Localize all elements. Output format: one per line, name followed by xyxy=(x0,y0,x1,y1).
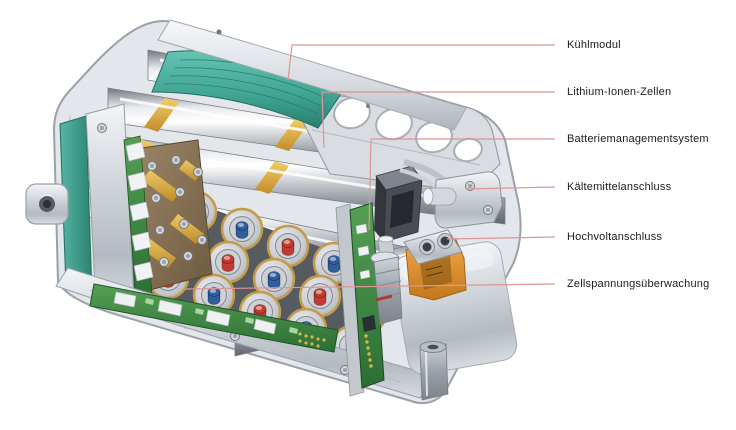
leader-lines xyxy=(185,44,556,290)
mounting-foot xyxy=(419,341,449,401)
leader-line-zellspannungsueberwachung xyxy=(185,283,556,290)
left-monitoring-pcb xyxy=(123,135,154,301)
label-kuehlmodul: Kühlmodul xyxy=(567,39,621,51)
battery-management-board xyxy=(335,202,385,397)
leader-line-kaeltemittelanschluss xyxy=(465,186,556,190)
refrigerant-connector xyxy=(422,171,503,229)
label-hochvoltanschluss: Hochvoltanschluss xyxy=(567,231,663,243)
leader-line-kuehlmodul xyxy=(287,44,555,81)
mounting-lug xyxy=(25,183,69,225)
signal-connector xyxy=(374,165,423,243)
leader-line-batteriemanagementsystem xyxy=(368,138,555,231)
high-voltage-connector xyxy=(403,229,467,301)
housing-top-rim xyxy=(157,19,467,131)
pressure-valve xyxy=(370,235,403,325)
leader-line-lithium-ionen-zellen xyxy=(321,91,555,149)
label-zellspannungsueberwachung: Zellspannungsüberwachung xyxy=(567,278,710,290)
leader-line-hochvoltanschluss xyxy=(446,236,556,240)
cell-voltage-monitoring-pcb xyxy=(89,283,339,353)
label-lithium-ionen-zellen: Lithium-Ionen-Zellen xyxy=(567,86,672,98)
label-batteriemanagementsystem: Batteriemanagementsystem xyxy=(567,133,709,145)
label-kaeltemittelanschluss: Kältemittelanschluss xyxy=(567,181,672,193)
